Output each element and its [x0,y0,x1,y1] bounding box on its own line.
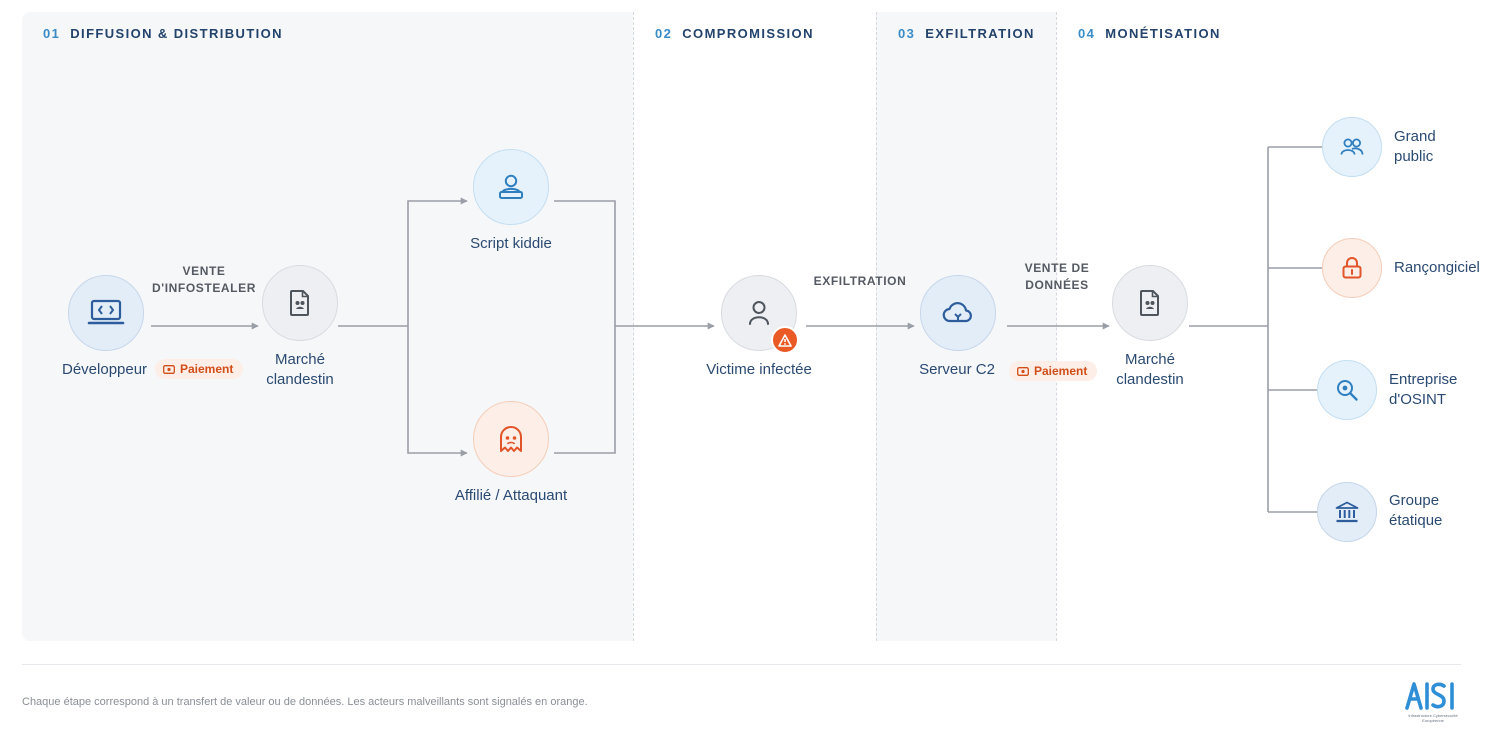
node-label-victim: Victime infectée [706,361,812,378]
node-script-kiddie[interactable] [473,149,549,225]
footer-divider [22,664,1461,665]
user-icon [749,301,769,325]
edge-to-affiliate [407,326,468,457]
node-market-2[interactable] [1112,265,1188,341]
search-icon [1337,380,1358,401]
footer-note: Chaque étape correspond à un transfert d… [22,696,588,708]
node-c2-server[interactable] [920,275,996,351]
node-developer[interactable] [68,275,144,351]
node-osint-company[interactable] [1317,360,1377,420]
money-icon [1017,366,1029,376]
users-icon [1340,138,1364,155]
edge-label-exfiltration: EXFILTRATION [813,274,907,288]
edge-from-script-kiddie [554,200,616,326]
node-label-c2: Serveur C2 [919,361,995,378]
logo-subtitle: Infrastructure Cybersécurité Européenne [1408,713,1458,723]
warning-icon [771,326,799,354]
hacker-icon [499,174,523,199]
node-ransomware[interactable] [1322,238,1382,298]
payment-badge: Paiement [1009,361,1098,381]
document-icon [290,290,309,316]
cloud-icon [942,302,972,323]
node-state-group[interactable] [1317,482,1377,542]
node-label-developer: Développeur [62,361,148,378]
payment-badge: Paiement [155,359,244,379]
bank-icon [1335,501,1359,523]
node-general-public[interactable] [1322,117,1382,177]
ghost-icon [500,426,522,452]
node-infected-victim[interactable] [721,275,797,351]
money-icon [163,364,175,374]
node-label-ransomware: Rançongiciel [1394,259,1480,276]
lock-icon [1342,257,1362,279]
code-laptop-icon [87,299,125,325]
document-icon [1140,290,1159,316]
node-label-affiliate: Affilié / Attaquant [454,487,568,504]
edge-to-script-kiddie [407,197,468,326]
aisi-logo [1405,682,1454,710]
node-market-1[interactable] [262,265,338,341]
node-affiliate-attacker[interactable] [473,401,549,477]
edge-from-affiliate [554,326,616,454]
node-label-script-kiddie: Script kiddie [470,235,552,252]
